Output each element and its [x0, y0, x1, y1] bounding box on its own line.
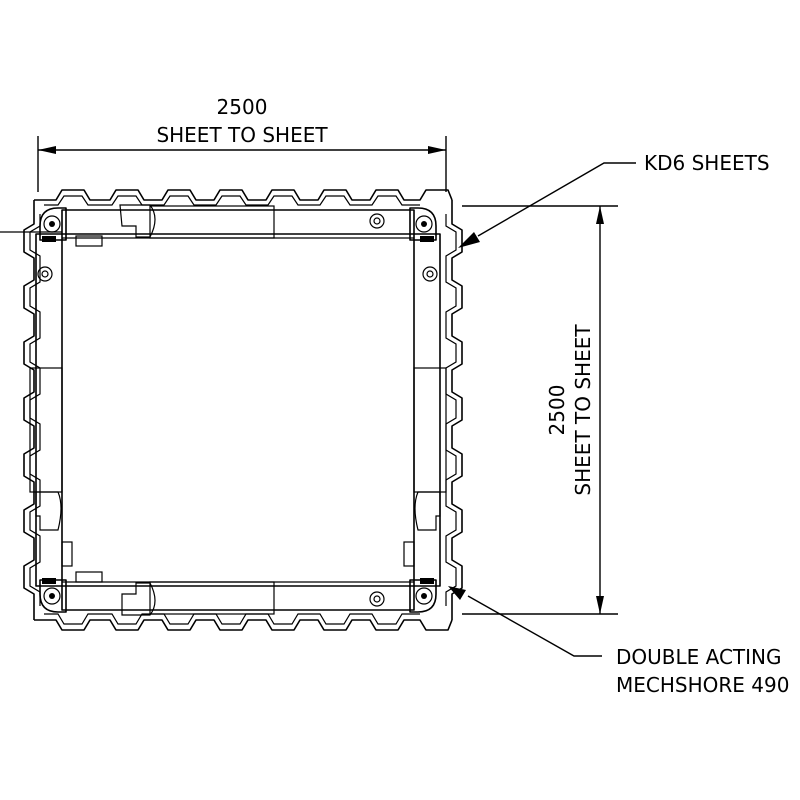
waling-frame: [0, 204, 447, 616]
leader-arrow-kd6: [458, 232, 480, 248]
sheet-bottom: [34, 619, 453, 631]
corner-shore-top-right: [409, 207, 437, 242]
sheet-right: [451, 200, 463, 620]
callout-mechshore: DOUBLE ACTING MECHSHORE 490: [448, 586, 789, 697]
corner-shore-top-left: [39, 207, 67, 242]
leader-mechshore: [467, 595, 602, 657]
waling-bottom: [61, 585, 415, 611]
corner-shore-bottom-right: [409, 578, 437, 613]
callout-mechshore-line2: MECHSHORE 490: [616, 673, 789, 697]
callout-kd6-sheets: KD6 SHEETS: [458, 151, 770, 248]
side-dimension: 2500 SHEET TO SHEET: [462, 205, 618, 615]
bolt-icon: [369, 213, 385, 229]
top-dimension-value: 2500: [217, 95, 268, 119]
top-dimension-label: SHEET TO SHEET: [156, 123, 328, 147]
side-dimension-arrow-top: [596, 206, 604, 224]
corner-shore-bottom-left: [39, 578, 67, 613]
bolt-icon: [369, 591, 385, 607]
top-dimension: 2500 SHEET TO SHEET: [37, 95, 447, 192]
bolts: [37, 213, 438, 607]
top-dimension-arrow-right: [428, 146, 446, 154]
callout-mechshore-line1: DOUBLE ACTING: [616, 645, 782, 669]
top-dimension-arrow-left: [38, 146, 56, 154]
side-dimension-arrow-bottom: [596, 596, 604, 614]
bolt-icon: [422, 266, 438, 282]
sheet-top: [34, 189, 453, 201]
sheet-left: [23, 200, 35, 620]
kd6-sheet-outline: [23, 189, 463, 631]
side-dimension-label: SHEET TO SHEET: [571, 324, 595, 496]
waling-left: [35, 233, 63, 587]
side-dimension-value: 2500: [545, 385, 569, 436]
waling-top: [61, 209, 415, 235]
leader-kd6-sheets: [477, 162, 636, 237]
waling-right-extension: [413, 367, 447, 493]
callout-kd6-sheets-label: KD6 SHEETS: [644, 151, 770, 175]
leader-arrow-mechshore: [448, 586, 466, 600]
waling-right: [413, 233, 441, 587]
bolt-icon: [37, 266, 53, 282]
